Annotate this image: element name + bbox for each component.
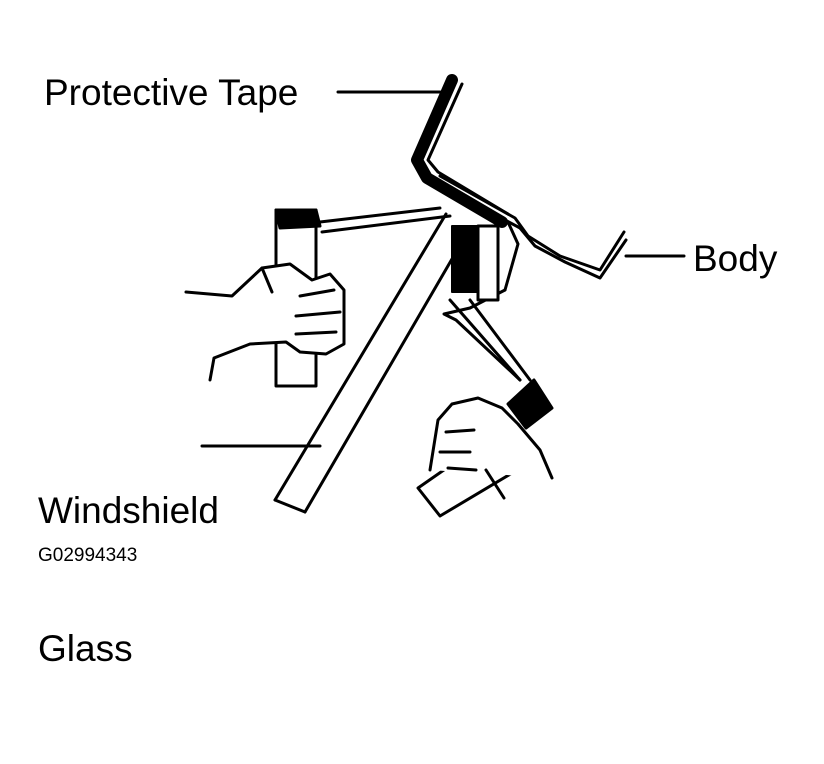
cutting-wire: [318, 206, 522, 382]
vehicle-body: [426, 174, 628, 382]
windshield-glass: [273, 212, 472, 514]
diagram-canvas: Protective Tape Body Windshield Glass G0…: [38, 72, 778, 669]
windshield-glass-label-line1: Windshield: [38, 490, 219, 531]
leader-lines: [200, 90, 686, 448]
left-hand-with-handle: [184, 208, 346, 388]
figure-code: G02994343: [38, 545, 138, 566]
windshield-glass-label-line2: Glass: [38, 628, 133, 669]
windshield-glass-label: Windshield Glass: [38, 396, 219, 764]
body-label: Body: [693, 238, 778, 279]
urethane-bead: [451, 224, 500, 302]
right-hand-with-handle: [416, 378, 554, 518]
protective-tape-label: Protective Tape: [44, 72, 299, 113]
protective-tape: [411, 74, 510, 228]
windshield-removal-illustration: [184, 74, 686, 518]
